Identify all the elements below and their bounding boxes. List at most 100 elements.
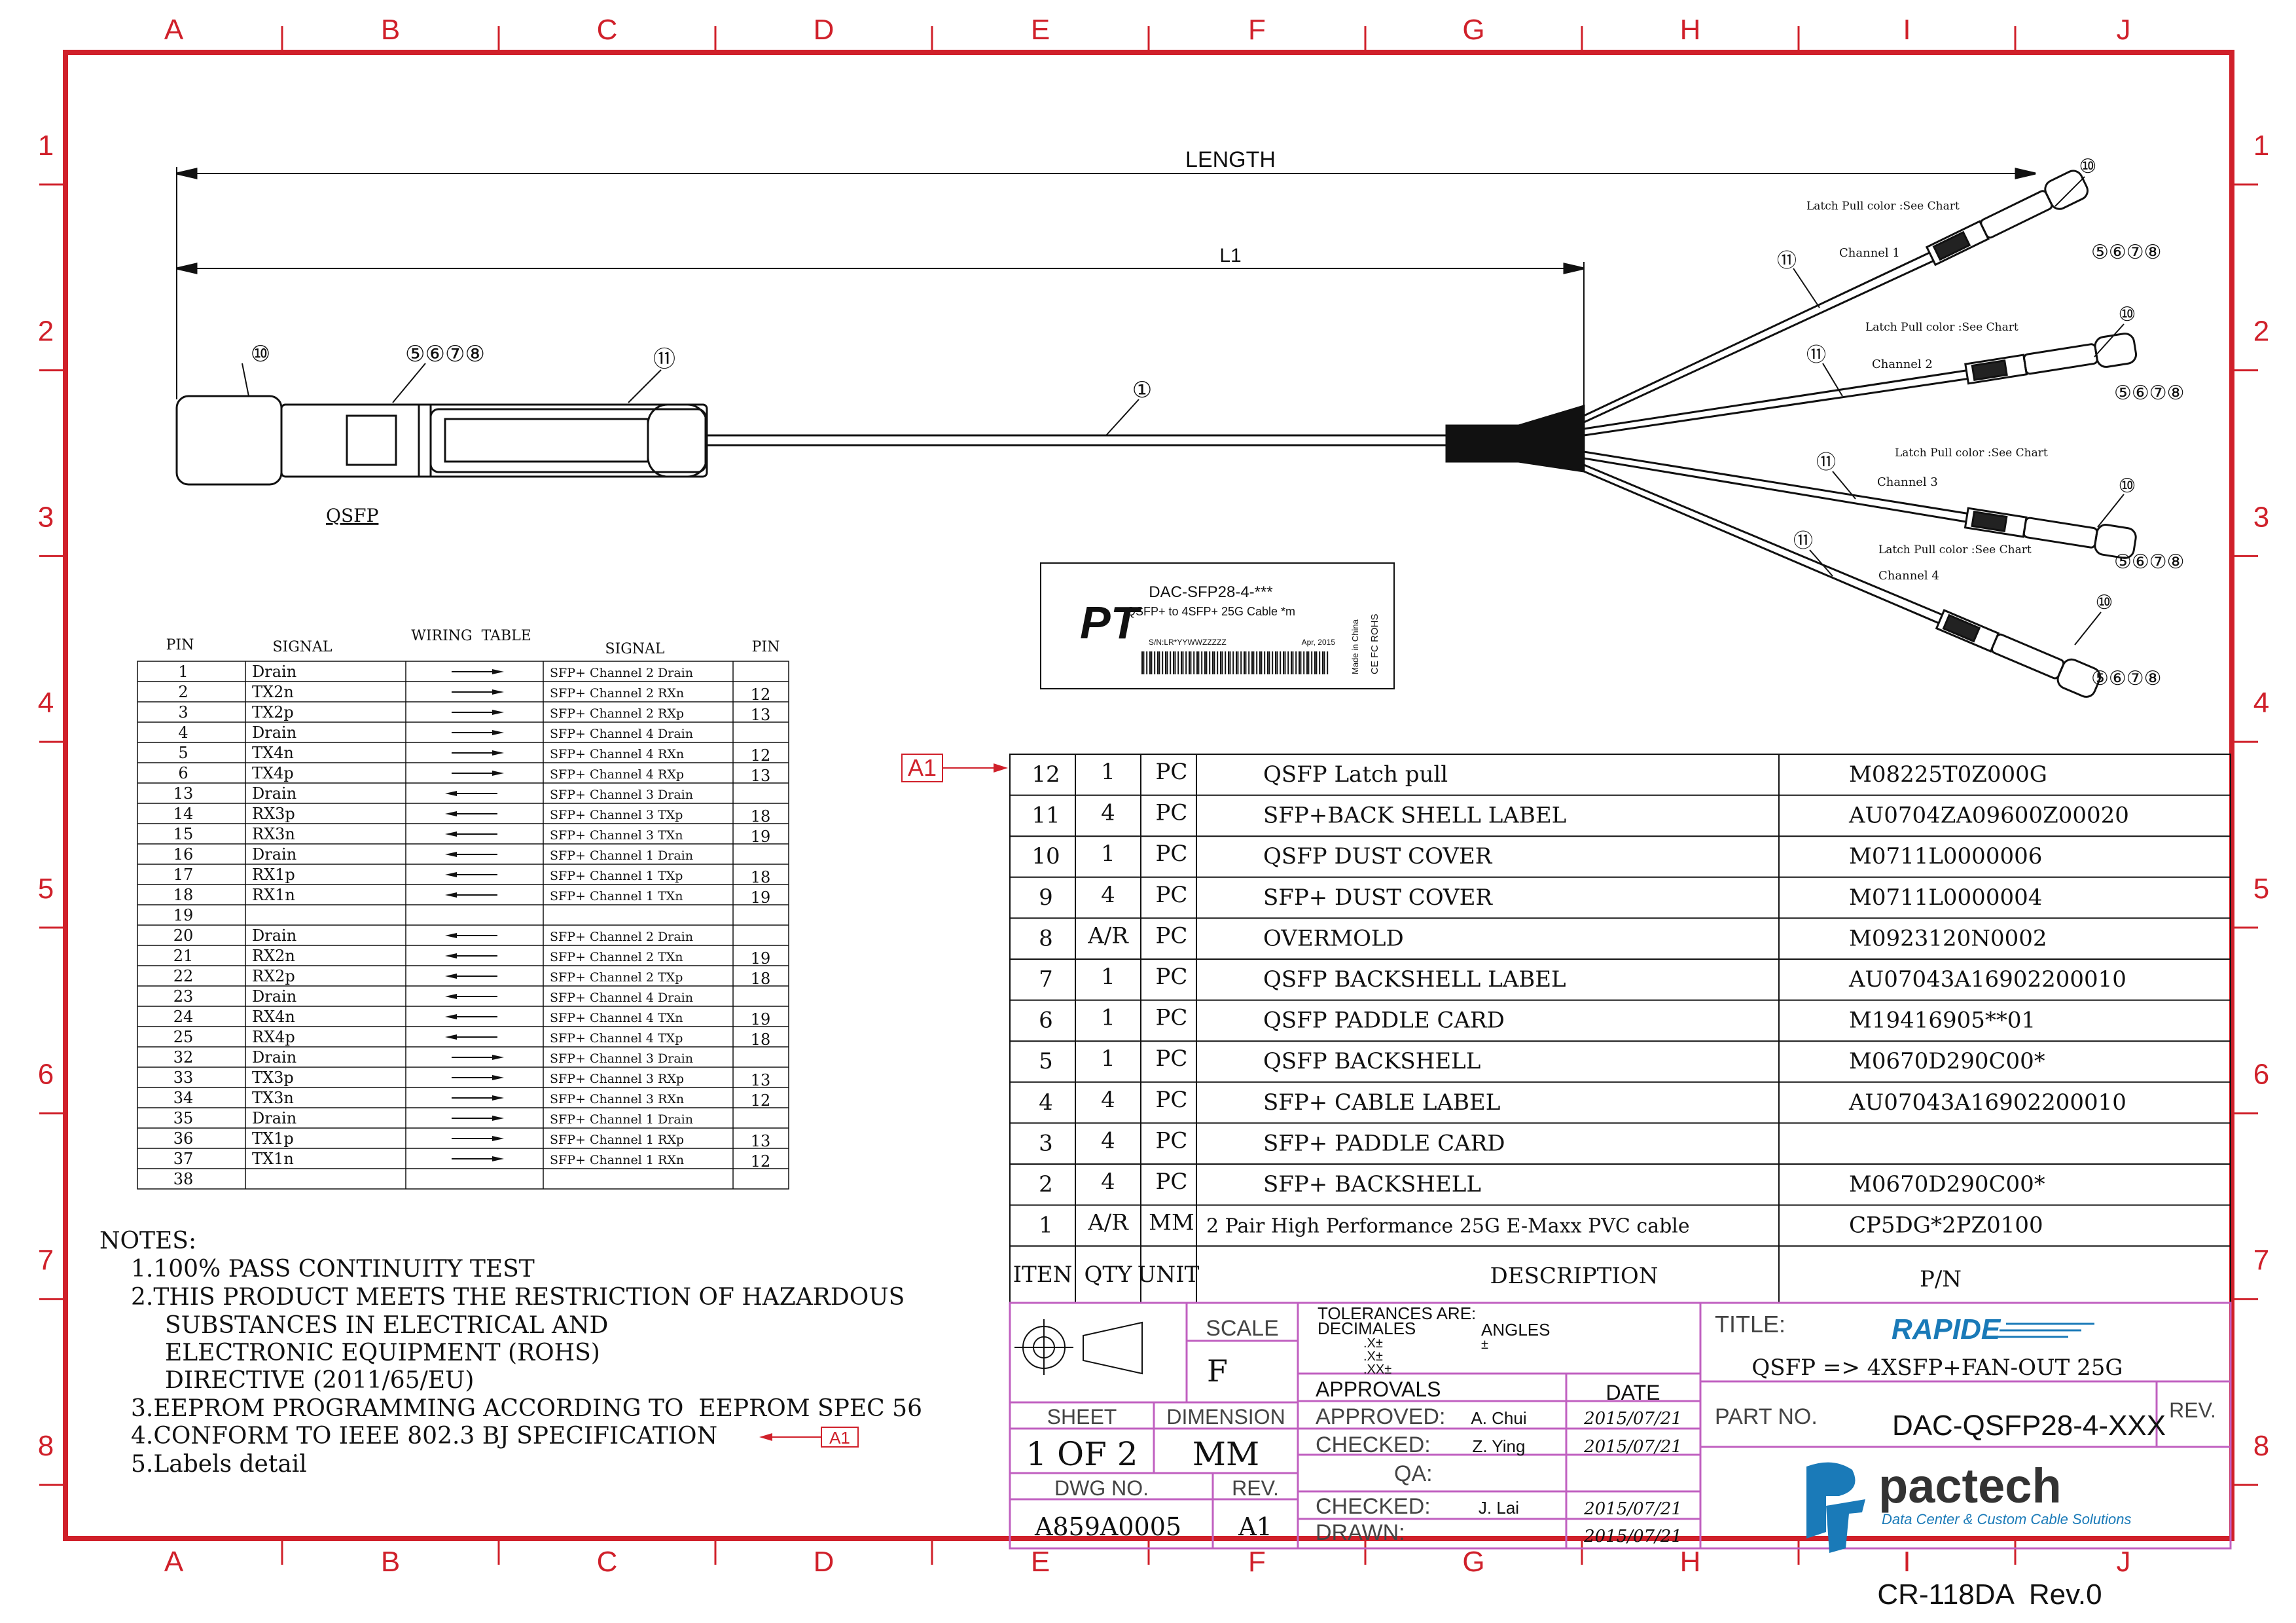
wiring-header-pin-2: PIN	[752, 639, 780, 655]
brand-speed-lines	[1993, 1322, 2094, 1338]
sheet-value: 1 OF 2	[1026, 1435, 1138, 1473]
wiring-destination: SFP+ Channel 2 TXn	[550, 950, 683, 964]
brand-name: RAPIDE	[1892, 1313, 2001, 1345]
note-line-1: 1.100% PASS CONTINUITY TEST	[131, 1256, 535, 1283]
notes-title: NOTES:	[99, 1228, 196, 1254]
grid-col-label-h-bottom: H	[1680, 1546, 1701, 1578]
checked-label: CHECKED:	[1316, 1432, 1431, 1457]
wiring-destination: SFP+ Channel 3 Drain	[550, 788, 693, 802]
grid-row-label-4-right: 4	[2253, 687, 2269, 719]
wiring-pin: 16	[173, 845, 194, 864]
bom-item: 2	[1039, 1171, 1053, 1197]
bom-item: 3	[1039, 1130, 1053, 1156]
wiring-signal: RX4n	[252, 1008, 295, 1026]
grid-row-label-3-right: 3	[2253, 501, 2269, 533]
drawn-label: DRAWN:	[1316, 1520, 1405, 1545]
wiring-pin: 1	[178, 663, 188, 681]
bom-item: 12	[1031, 761, 1060, 788]
angles-label: ANGLES	[1481, 1320, 1551, 1340]
note-line-5: DIRECTIVE (2011/65/EU)	[165, 1367, 474, 1394]
wiring-pin-2: 19	[751, 949, 771, 968]
bom-unit: PC	[1156, 1005, 1188, 1031]
bom-part-number: M08225T0Z000G	[1849, 761, 2047, 788]
wiring-destination: SFP+ Channel 3 TXn	[550, 828, 683, 843]
bom-header-pn: P/N	[1920, 1266, 1962, 1292]
bom-unit: PC	[1156, 882, 1188, 908]
wiring-signal: TX4n	[252, 744, 294, 762]
grid-col-label-d-top: D	[814, 14, 834, 46]
wiring-signal: TX4p	[252, 764, 294, 782]
grid-row-label-6-left: 6	[38, 1059, 54, 1091]
bom-qty: 1	[1101, 759, 1115, 785]
bom-part-number: M0711L0000006	[1849, 843, 2042, 869]
bom-item: 9	[1039, 884, 1053, 911]
bom-qty: A/R	[1087, 922, 1129, 949]
bom-description: QSFP BACKSHELL LABEL	[1263, 966, 1566, 993]
wiring-pin-2: 13	[751, 706, 771, 724]
wiring-arrow-head	[445, 831, 457, 837]
bom-description: QSFP Latch pull	[1263, 761, 1448, 788]
wiring-row: 19	[173, 906, 194, 924]
dimension-label: DIMENSION	[1166, 1405, 1285, 1429]
grid-col-label-c-top: C	[597, 14, 618, 46]
wiring-pin-2: 19	[751, 828, 771, 846]
grid-row-label-2-left: 2	[38, 316, 54, 348]
bom-header-description: DESCRIPTION	[1490, 1263, 1658, 1289]
wiring-signal: RX2p	[252, 967, 295, 985]
channel-1-label: Channel 1	[1839, 246, 1900, 260]
wiring-pin: 25	[173, 1028, 194, 1046]
length-dimension-label: LENGTH	[1185, 147, 1276, 172]
wiring-signal: Drain	[252, 663, 296, 681]
grid-col-label-j-top: J	[2117, 14, 2131, 46]
bom-description: OVERMOLD	[1263, 925, 1404, 951]
wiring-pin: 37	[173, 1150, 194, 1168]
grid-row-label-1-right: 1	[2253, 130, 2269, 162]
grid-col-label-f-top: F	[1248, 14, 1266, 46]
wiring-destination: SFP+ Channel 1 Drain	[550, 848, 693, 863]
bom-part-number: AU07043A16902200010	[1848, 1089, 2126, 1116]
bom-description: SFP+ CABLE LABEL	[1263, 1089, 1500, 1116]
callout-1-cable: ①	[1132, 377, 1152, 403]
latch-note-ch1: Latch Pull color :See Chart	[1806, 200, 1960, 213]
channel-2-label: Channel 2	[1872, 357, 1933, 371]
callout-10-ch2: ⑩	[2119, 303, 2136, 326]
note-line-4: ELECTRONIC EQUIPMENT (ROHS)	[165, 1340, 600, 1366]
wiring-arrow-head	[445, 953, 457, 958]
wiring-arrow-head	[445, 933, 457, 938]
wiring-pin: 34	[173, 1089, 194, 1107]
bom-qty: 4	[1101, 800, 1115, 826]
label-model: DAC-SFP28-4-***	[1149, 583, 1272, 601]
note-line-8: 5.Labels detail	[131, 1451, 307, 1478]
bom-unit: PC	[1156, 1046, 1188, 1072]
wiring-pin-2: 12	[751, 685, 771, 704]
decimales-label: DECIMALES	[1318, 1319, 1416, 1338]
bom-unit: PC	[1156, 922, 1188, 949]
note-line-3: SUBSTANCES IN ELECTRICAL AND	[165, 1312, 608, 1339]
grid-row-label-5-left: 5	[38, 873, 54, 905]
label-barcode	[1141, 651, 1329, 674]
callout-11-qsfp: ⑪	[653, 346, 675, 373]
wiring-pin: 15	[173, 825, 194, 843]
wiring-header-signal: SIGNAL	[272, 639, 332, 655]
wiring-destination: SFP+ Channel 2 Drain	[550, 930, 693, 944]
wiring-title: WIRING TABLE	[411, 628, 531, 644]
grid-row-label-4-left: 4	[38, 687, 54, 719]
wiring-pin: 5	[178, 744, 188, 762]
wiring-destination: SFP+ Channel 4 RXn	[550, 747, 684, 761]
wiring-pin: 14	[173, 805, 194, 823]
wiring-signal: Drain	[252, 1109, 296, 1127]
wiring-pin: 17	[173, 866, 194, 884]
wiring-row: 38	[173, 1170, 194, 1188]
tol-xxx: .XX±	[1363, 1362, 1391, 1377]
tolerances-label: TOLERANCES ARE:	[1318, 1304, 1476, 1323]
